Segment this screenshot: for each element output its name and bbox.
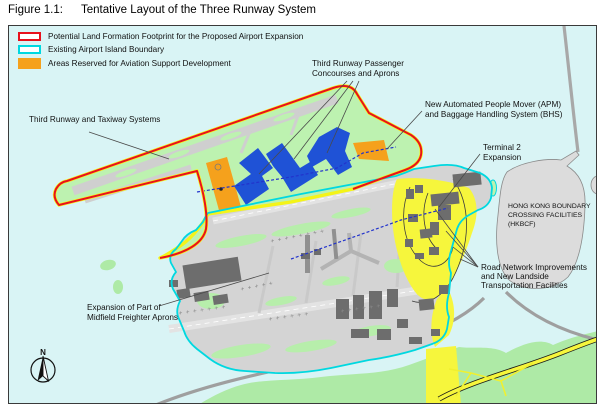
legend-label: Potential Land Formation Footprint for t… [48,32,304,41]
leader-lines [88,80,481,307]
label-roadnet-1: Road Network Improvements [481,263,587,272]
north-arrow-icon: N [30,348,56,383]
label-roadnet-3: Transportation Facilities [481,281,568,290]
small-island-east [590,175,596,195]
leader-freighter [158,272,270,307]
small-islets-southwest [100,259,123,294]
concourse-east [307,127,352,175]
legend-item-aviation-support: Areas Reserved for Aviation Support Deve… [18,58,303,69]
legend-label: Areas Reserved for Aviation Support Deve… [48,59,231,68]
legend-item-island-boundary: Existing Airport Island Boundary [18,45,303,54]
label-hkbcf-3: (HKBCF) [508,221,536,228]
passenger-concourses [234,127,352,205]
label-hkbcf-1: HONG KONG BOUNDARY [508,203,591,210]
map-legend: Potential Land Formation Footprint for t… [18,32,303,69]
legend-item-land-formation: Potential Land Formation Footprint for t… [18,32,303,41]
label-roadnet-2: and New Landside [481,272,549,281]
leader-apm [386,110,423,150]
leader-concourse-3 [326,80,360,154]
label-terminal2-2: Expansion [483,153,522,162]
leader-runway [88,131,170,160]
north-label: N [40,348,46,357]
label-concourses-2: Concourses and Aprons [312,69,399,78]
leader-roadnet-1 [434,208,479,268]
leader-terminal2 [438,153,481,208]
map-text-labels: Third Runway and Taxiway Systems Third R… [29,59,591,322]
airport-layout-map: + + + + + + + + + + + + + + + + + + + + … [9,26,596,403]
support-area-symbol [214,163,222,171]
label-concourses-1: Third Runway Passenger [312,59,404,68]
figure-name: Tentative Layout of the Three Runway Sys… [80,4,317,16]
leader-concourse-2 [293,80,354,160]
leader-roadnet-3 [452,246,479,268]
landside-yellow-roads [392,178,477,347]
label-apm-1: New Automated People Mover (APM) [425,100,561,109]
land-formation-boundary-line [53,85,423,259]
leader-concourse-1 [258,80,348,175]
cargo-area-buildings [301,249,450,344]
lantau-yellow-roads [426,336,596,403]
concourse-west [234,148,273,205]
leader-roadnet-2 [445,230,479,268]
label-hkbcf-2: CROSSING FACILITIES [508,212,582,219]
label-freighter-1: Expansion of Part of [87,303,161,312]
apm-alignment [196,146,449,260]
existing-island-boundary-line [169,163,493,375]
label-runway-systems: Third Runway and Taxiway Systems [29,115,160,124]
aviation-support-areas [206,140,389,214]
legend-label: Existing Airport Island Boundary [48,45,165,54]
hkbcf-island [496,150,586,289]
bridge-road [562,26,580,153]
map-frame: + + + + + + + + + + + + + + + + + + + + … [8,25,597,404]
lantau-landmass [201,331,596,403]
terminal-buildings [405,171,482,259]
label-freighter-2: Midfield Freighter Aprons [87,313,178,322]
orange-fill-swatch [18,58,41,69]
figure-number: Figure 1.1: [8,4,63,16]
cyan-outline-swatch [18,45,41,54]
figure-title: Figure 1.1: Tentative Layout of the Three… [8,4,316,16]
red-outline-swatch [18,32,41,41]
label-terminal2-1: Terminal 2 [483,143,521,152]
label-apm-2: and Baggage Handling System (BHS) [425,110,563,119]
leader-roadnet-4 [459,258,479,268]
new-land-formation [54,86,422,258]
concourse-middle [266,143,318,192]
midfield-freighter-buildings [169,256,242,306]
